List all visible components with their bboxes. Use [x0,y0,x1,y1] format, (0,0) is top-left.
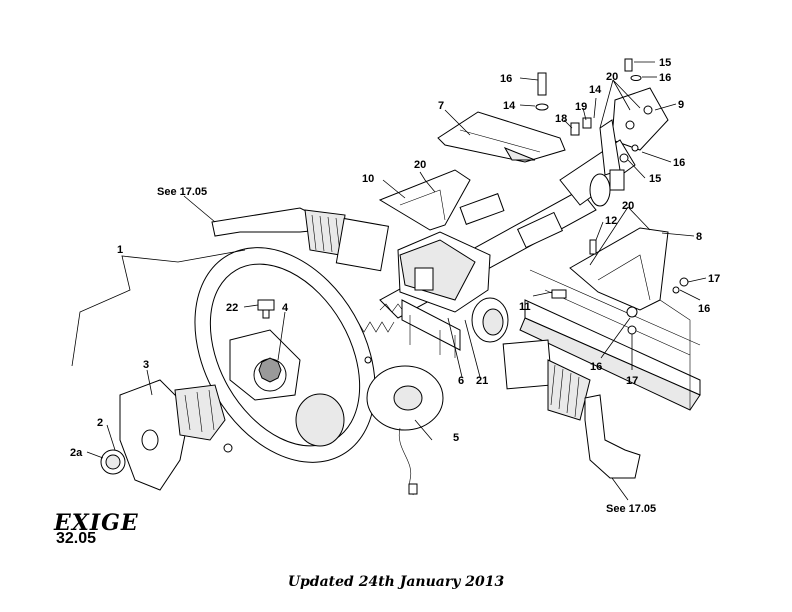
callout-8: 8 [696,231,702,243]
callout-17b: 17 [626,375,638,387]
callout-15a: 15 [659,57,671,69]
callout-14b: 14 [589,84,602,96]
steering-hub [258,357,282,383]
bolt-22 [257,299,275,319]
callout-3: 3 [143,359,149,371]
callout-1: 1 [117,244,123,256]
callout-7: 7 [438,100,444,112]
callout-5: 5 [453,432,459,444]
chassis-crossmember [519,269,701,411]
horn-cover [119,379,191,491]
centre-nut [100,449,126,475]
callout-20c: 20 [622,200,634,212]
exige-logo: EXIGE [54,510,139,536]
fasteners [223,58,689,453]
callout-17a: 17 [708,273,720,285]
callout-16a: 16 [500,73,512,85]
callout-9: 9 [678,99,684,111]
callout-labels: 1 2 2a 3 4 5 6 7 8 9 10 11 12 14 14 15 1… [70,57,720,515]
indicator-stalk [211,207,390,272]
callout-10: 10 [362,173,374,185]
callout-16b: 16 [659,72,671,84]
callout-21: 21 [476,375,488,387]
callout-11: 11 [519,301,531,313]
callout-see-top: See 17.05 [157,186,207,198]
callout-2: 2 [97,417,103,429]
callout-22: 22 [226,302,238,314]
ignition-lock [471,297,509,343]
column-shroud [397,231,491,358]
right-lower-bracket [569,227,669,311]
page-number: 32.05 [56,530,97,547]
callout-12: 12 [605,215,617,227]
left-lower-bracket [378,169,471,231]
wheel-boss [174,384,226,441]
upper-column-bracket [437,111,566,163]
callout-see-bottom: See 17.05 [606,503,656,515]
wiper-stalk [502,339,641,479]
callout-16d: 16 [698,303,710,315]
callout-6: 6 [458,375,464,387]
clock-spring [366,365,444,496]
callout-18: 18 [555,113,567,125]
updated-date: Updated 24th January 2013 [287,574,505,590]
callout-2a: 2a [70,447,83,459]
callout-15b: 15 [649,173,661,185]
steering-wheel [194,247,376,463]
leader-lines [71,61,707,501]
callout-16c: 16 [673,157,685,169]
callout-16e: 16 [590,361,602,373]
callout-14a: 14 [503,100,516,112]
callout-4: 4 [282,302,289,314]
callout-20b: 20 [414,159,426,171]
callout-20a: 20 [606,71,618,83]
callout-19: 19 [575,101,587,113]
